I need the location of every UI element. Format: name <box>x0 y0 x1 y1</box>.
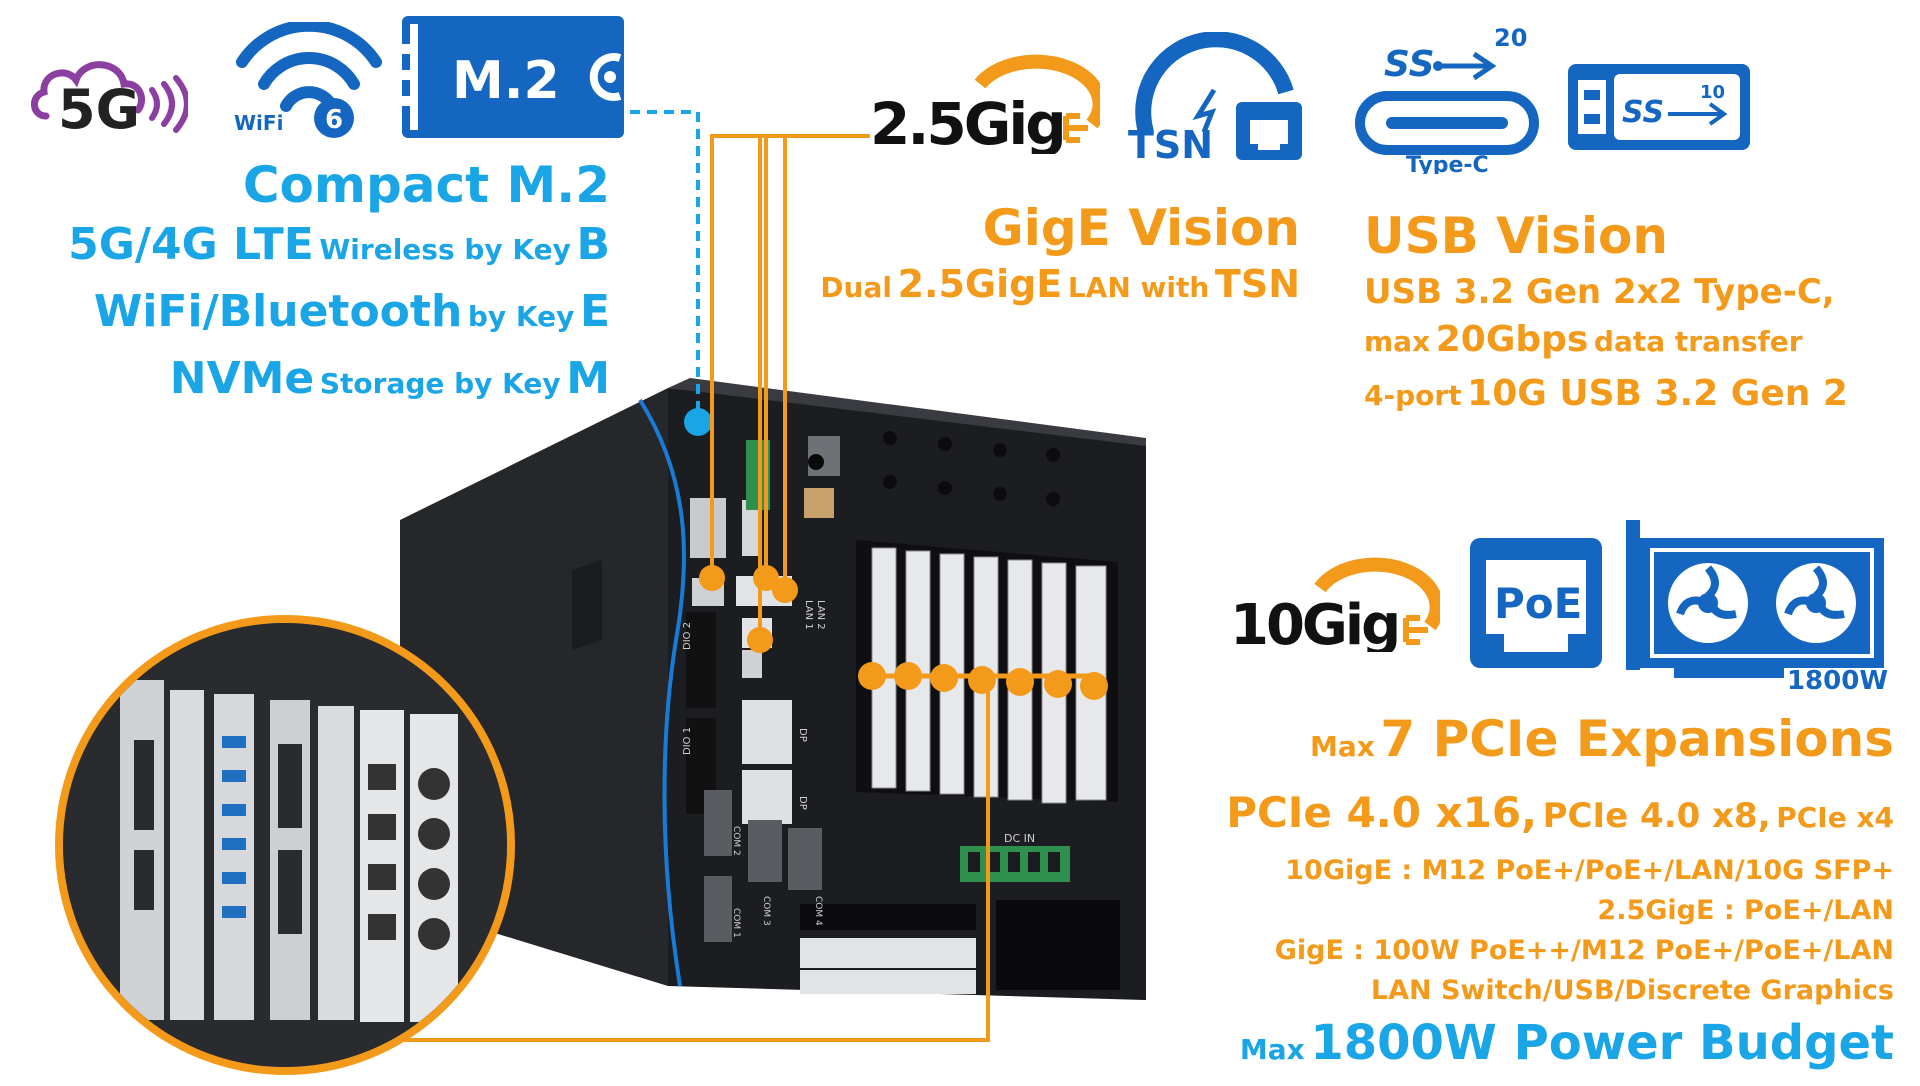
gige-10-icon: 10Gig <box>1230 548 1444 658</box>
m2-line3-big: NVMe <box>169 353 315 404</box>
pcie-line1: Max 7 PCIe Expansions <box>1080 706 1894 784</box>
wifi-version-label: 6 <box>325 105 343 135</box>
pcie-line5: GigE : 100W PoE++/M12 PoE+/PoE+/LAN <box>1274 935 1894 966</box>
gige-mid: 2.5GigE <box>897 262 1063 306</box>
gige-post: LAN with <box>1067 271 1210 304</box>
dp-label-1: DP <box>797 728 808 742</box>
usba-speed-label: 10 <box>1700 82 1725 103</box>
dp-label-2: DP <box>797 796 808 810</box>
gpu-power-label: 1800W <box>1786 666 1888 696</box>
pcie-line3: 10GigE : M12 PoE+/PoE+/LAN/10G SFP+ <box>1285 855 1894 886</box>
pcie-line2-c: PCIe x4 <box>1776 801 1894 834</box>
com4-label: COM 4 <box>813 896 823 926</box>
usb-line3: 4-port 10G USB 3.2 Gen 2 <box>1364 370 1904 424</box>
m2-line1-key: B <box>576 219 610 270</box>
m2-line2-big: WiFi/Bluetooth <box>93 286 463 337</box>
usbc-speed-label: 20 <box>1494 24 1527 52</box>
m2-line1-small: Wireless by Key <box>319 233 571 266</box>
gige10-label: 10Gig <box>1230 593 1398 652</box>
pcie-line7-big: 1800W Power Budget <box>1310 1015 1894 1071</box>
usbc-ss-label: SS <box>1384 44 1435 85</box>
gpu-card-icon: 1800W <box>1624 518 1888 696</box>
m2-line-key-m: NVMe Storage by Key M <box>40 350 610 417</box>
usb-line3-pre: 4-port <box>1364 379 1462 412</box>
pcie-line1-big: 7 PCIe Expansions <box>1380 710 1894 768</box>
gige25-label: 2.5Gig <box>870 90 1064 154</box>
m2-title: Compact M.2 <box>242 156 610 214</box>
wifi6-icon: 6 WiFi <box>234 19 384 140</box>
usb-line2: max 20Gbps data transfer <box>1364 316 1904 370</box>
poe-label: PoE <box>1494 579 1582 628</box>
m2-line1-big: 5G/4G LTE <box>68 219 314 270</box>
wifi-label: WiFi <box>234 111 283 135</box>
tsn-icon: TSN <box>1126 31 1306 167</box>
pcie-line7-pre: Max <box>1239 1033 1305 1066</box>
five-g-label: 5G <box>58 78 140 138</box>
m2-line2-key: E <box>579 286 610 337</box>
m2-line-key-b: 5G/4G LTE Wireless by Key B <box>40 216 610 283</box>
m2-line3-key: M <box>566 353 610 404</box>
pcie-line7: Max 1800W Power Budget <box>1080 1011 1894 1086</box>
pcie-line2-b: PCIe 4.0 x8, <box>1542 796 1771 836</box>
m2-section: Compact M.2 5G/4G LTE Wireless by Key B … <box>40 154 610 417</box>
pcie-line6: LAN Switch/USB/Discrete Graphics <box>1370 975 1894 1006</box>
m2-line3-small: Storage by Key <box>319 367 561 400</box>
tsn-label: TSN <box>1128 123 1213 164</box>
pcie-line4: 2.5GigE : PoE+/LAN <box>1597 895 1894 926</box>
pcie-section: Max 7 PCIe Expansions PCIe 4.0 x16, PCIe… <box>1080 706 1894 1086</box>
five-g-icon: 5G <box>28 38 190 141</box>
lan2-label: LAN 2 <box>815 600 826 630</box>
com2-label: COM 2 <box>731 826 741 856</box>
m2-label: M.2 <box>452 51 560 111</box>
usb-type-c-icon: SS 20 Type-C <box>1354 24 1544 178</box>
gige-line: Dual 2.5GigE LAN with TSN <box>760 260 1300 316</box>
usb-line3-big: 10G USB 3.2 Gen 2 <box>1467 373 1848 414</box>
gige-pre: Dual <box>820 271 892 304</box>
usba-ss-label: SS <box>1622 95 1664 130</box>
usbc-type-label: Type-C <box>1406 153 1489 174</box>
usb-line2-post: data transfer <box>1593 325 1803 358</box>
usb-title: USB Vision <box>1364 207 1668 265</box>
m2-line-key-e: WiFi/Bluetooth by Key E <box>40 283 610 350</box>
lan1-label: LAN 1 <box>803 600 814 630</box>
com1-label: COM 1 <box>731 908 741 938</box>
usb-type-a-icon: SS 10 <box>1564 60 1754 156</box>
gige-tsn: TSN <box>1214 262 1300 306</box>
m2-line2-small: by Key <box>467 300 575 333</box>
gige-2-5-icon: 2.5Gig <box>870 44 1107 158</box>
pcie-line2: PCIe 4.0 x16, PCIe 4.0 x8, PCIe x4 <box>1080 784 1894 851</box>
dc-in-label: DC IN <box>1004 832 1035 845</box>
gige-section: GigE Vision Dual 2.5GigE LAN with TSN <box>760 196 1300 316</box>
pcie-line1-pre: Max <box>1309 730 1375 763</box>
gige-title: GigE Vision <box>982 199 1300 257</box>
dio2-label: DIO 2 <box>682 622 693 650</box>
usb-section: USB Vision USB 3.2 Gen 2x2 Type-C, max 2… <box>1364 204 1904 424</box>
m2-card-icon: M.2 <box>400 14 626 140</box>
usb-line1: USB 3.2 Gen 2x2 Type-C, <box>1364 272 1835 312</box>
usb-line2-big: 20Gbps <box>1435 319 1589 360</box>
poe-icon: PoE <box>1468 536 1604 670</box>
pcie-line2-a: PCIe 4.0 x16, <box>1226 788 1538 837</box>
com3-label: COM 3 <box>761 896 771 926</box>
usb-line2-pre: max <box>1364 325 1431 358</box>
dio1-label: DIO 1 <box>682 727 693 755</box>
